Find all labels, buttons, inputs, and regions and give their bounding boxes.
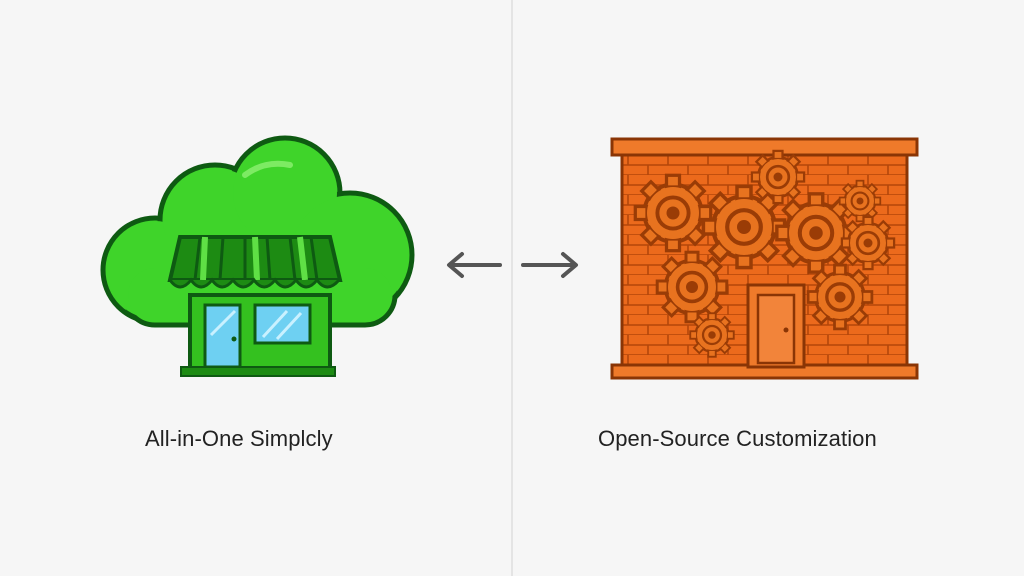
storefront-icon xyxy=(167,235,343,377)
center-divider xyxy=(511,0,513,576)
door-icon xyxy=(746,283,806,369)
left-arrowhead xyxy=(447,252,464,278)
right-arrowhead xyxy=(561,252,578,278)
all-in-one-label: All-in-One Simplcly xyxy=(145,426,333,451)
open-source-label: Open-Source Customization xyxy=(598,426,877,451)
cloud-storefront-icon xyxy=(100,135,415,377)
bidirectional-arrow-icon xyxy=(447,252,578,278)
brick-wall-gears-icon xyxy=(610,137,919,380)
